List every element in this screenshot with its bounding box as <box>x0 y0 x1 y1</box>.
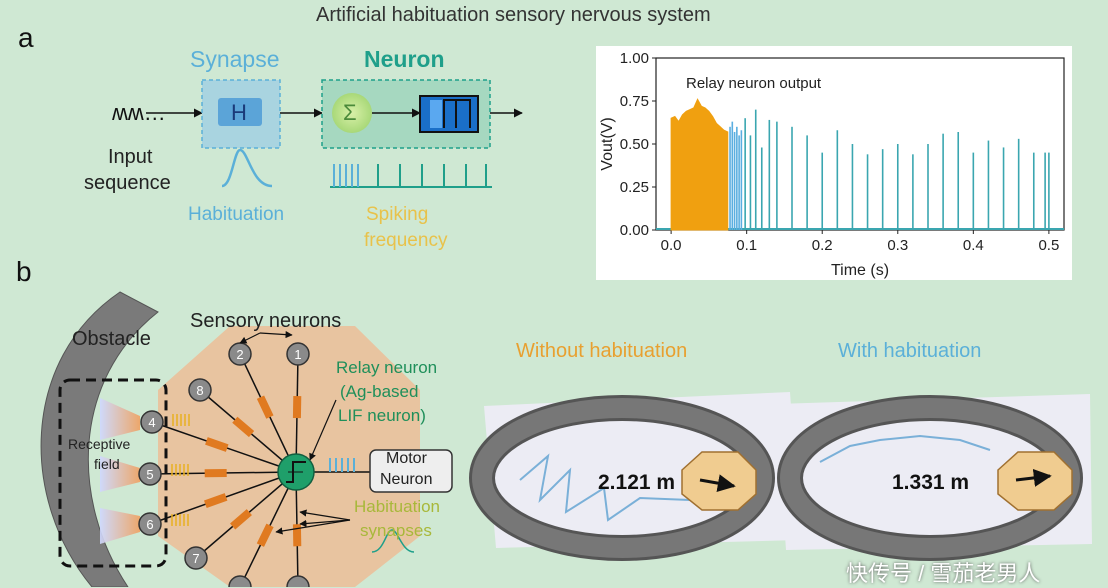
figure-title: Artificial habituation sensory nervous s… <box>316 4 711 26</box>
sensor-node <box>228 575 252 587</box>
sensor-number: 7 <box>192 551 199 566</box>
synapses-label: synapses <box>360 521 432 540</box>
series-area <box>670 98 729 231</box>
relay-output-spikes <box>314 458 370 473</box>
y-axis-label: Vout(V) <box>599 117 616 170</box>
sensor-number: 1 <box>294 347 301 362</box>
relay-ag-label: (Ag-based <box>340 382 419 401</box>
relay-lif-label: LIF neuron) <box>338 406 426 425</box>
sensor-number: 8 <box>196 383 203 398</box>
arena-without-habituation <box>469 392 800 561</box>
synapse-bar <box>292 396 302 419</box>
arena-with-habituation <box>776 394 1092 561</box>
sensor-node <box>286 575 310 587</box>
obstacle-label: Obstacle <box>72 328 151 350</box>
sequence-label: sequence <box>84 172 171 194</box>
habituation-curve-icon <box>221 148 273 188</box>
chart-title: Relay neuron output <box>686 75 822 92</box>
synapse-h-glyph: H <box>231 100 247 125</box>
spiking-label: Spiking <box>366 204 429 225</box>
habituation-synapse-curve-icon <box>371 529 415 553</box>
sensor-number: 5 <box>146 467 153 482</box>
x-axis-label: Time (s) <box>831 262 889 279</box>
sum-node <box>332 93 372 133</box>
sensor-node <box>188 378 212 402</box>
input-label: Input <box>108 146 153 168</box>
relay-neuron-label: Relay neuron <box>336 358 438 377</box>
sensor-node <box>184 546 208 570</box>
synapse-bar <box>292 524 302 547</box>
motor-neuron-label: Neuron <box>380 471 433 488</box>
motor-label: Motor <box>386 450 427 467</box>
sensor-number: 2 <box>236 347 243 362</box>
field-label: field <box>94 456 120 472</box>
without-habituation-label: Without habituation <box>516 340 688 362</box>
x-tick-label: 0.1 <box>736 237 757 254</box>
synapse-bar <box>256 523 274 547</box>
relay-neuron-output-chart: 0.00 0.25 0.50 0.75 1.00 0.0 0.1 0.2 0.3 0.4 0.5Ti… <box>599 50 1065 279</box>
sensor-node <box>138 462 162 486</box>
distance-without: 2.121 m <box>598 471 676 494</box>
habituation-label: Habituation <box>188 204 285 225</box>
synapse-label: Synapse <box>190 46 280 72</box>
lif-block <box>419 95 479 133</box>
x-tick-label: 0.3 <box>887 237 908 254</box>
synapse-bar <box>232 416 255 438</box>
frequency-label: frequency <box>364 230 448 251</box>
x-tick-label: 0.4 <box>963 237 984 254</box>
watermark: 快传号 / 雪茄老男人 <box>846 561 1041 586</box>
robot-without-icon <box>681 451 757 511</box>
distance-with: 1.331 m <box>892 471 970 494</box>
y-tick-label: 0.50 <box>620 136 649 153</box>
synapse-bar <box>205 437 229 452</box>
synapse-h-chip <box>218 98 262 126</box>
input-pulses-icon: ʍʍ… <box>112 100 166 125</box>
y-tick-label: 0.00 <box>620 222 649 239</box>
sensor-node <box>286 342 310 366</box>
receptive-field-beams <box>100 398 140 544</box>
synapse-bar <box>203 493 228 509</box>
x-tick-label: 0.0 <box>661 237 682 254</box>
receptive-label: Receptive <box>68 436 131 452</box>
motor-neuron-box <box>369 449 453 493</box>
robot-with-icon <box>997 451 1073 511</box>
sum-glyph: Σ <box>343 100 357 125</box>
synapse-bar <box>204 468 227 478</box>
panel-a-diagram <box>146 79 523 188</box>
sensory-neurons-label: Sensory neurons <box>190 310 342 332</box>
synapse-bar <box>230 509 252 530</box>
x-tick-label: 0.5 <box>1038 237 1059 254</box>
neuron-label: Neuron <box>364 46 445 72</box>
panel-a-letter: a <box>18 22 34 53</box>
spiking-frequency-icon <box>330 164 492 188</box>
sensor-number: 4 <box>148 415 155 430</box>
panel-b-letter: b <box>16 256 32 287</box>
habituation-synapses-label: Habituation <box>354 497 441 516</box>
receptive-field-box <box>58 378 168 568</box>
y-tick-label: 1.00 <box>620 50 649 67</box>
sensor-number: 6 <box>146 517 153 532</box>
with-habituation-label: With habituation <box>838 340 982 362</box>
x-tick-label: 0.2 <box>812 237 833 254</box>
sensor-node <box>138 512 162 536</box>
synapse-bar <box>256 395 274 419</box>
sensor-node <box>140 410 164 434</box>
y-tick-label: 0.75 <box>620 93 649 110</box>
obstacle-wall <box>40 291 159 587</box>
y-tick-label: 0.25 <box>620 179 649 196</box>
